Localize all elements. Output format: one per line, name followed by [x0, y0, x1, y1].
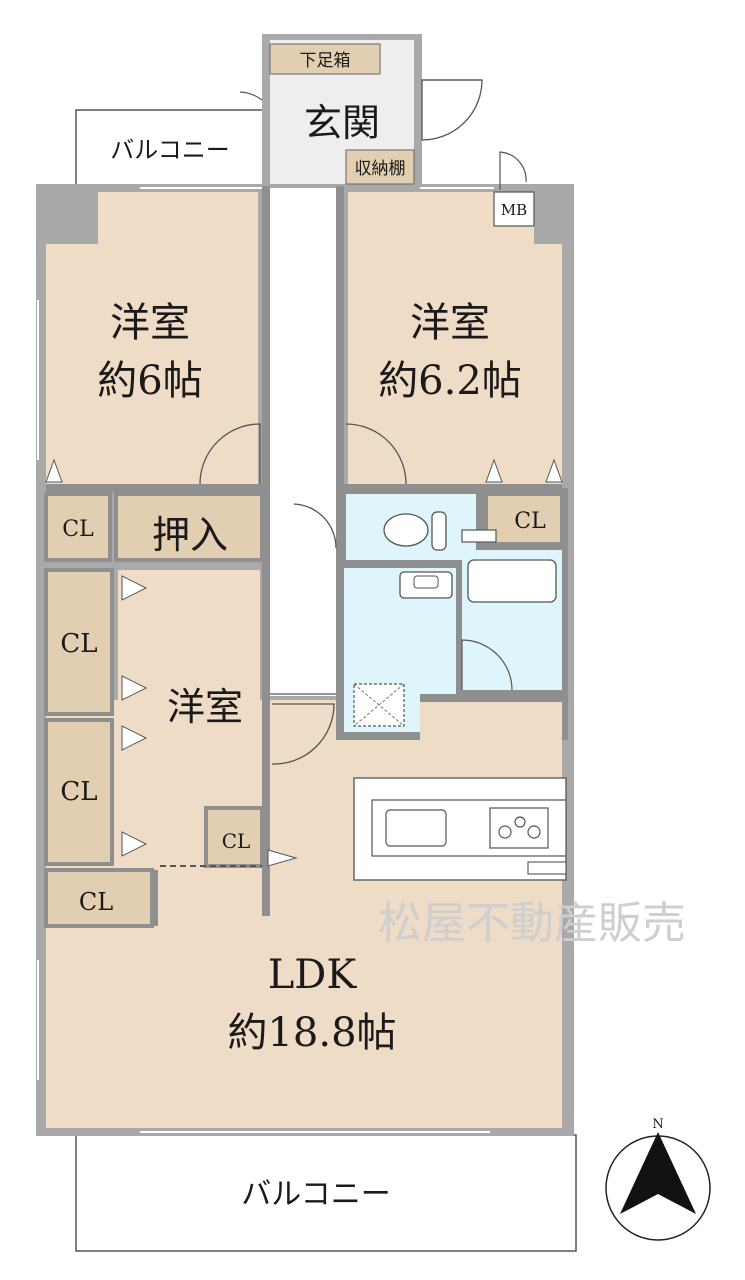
wall-nw-bottom — [46, 484, 262, 492]
tri-7 — [545, 458, 563, 483]
entrance-door-swing — [421, 79, 483, 141]
closet-ldk — [44, 868, 154, 928]
toilet-sink — [461, 529, 497, 543]
tri-8 — [267, 849, 298, 867]
compass-arrow-icon — [620, 1132, 696, 1214]
ldk-upper-left — [270, 700, 336, 870]
label-room-ne-name: 洋室 — [410, 300, 490, 346]
entrance-side-arc — [239, 91, 263, 101]
kitchen-sink — [385, 809, 447, 847]
closet-ne — [484, 492, 564, 546]
label-room-nw-name: 洋室 — [110, 300, 190, 346]
label-room-nw-size: 約6帖 — [97, 358, 202, 404]
door-ne — [345, 423, 407, 485]
closet-w4 — [204, 806, 264, 868]
balcony-bottom — [75, 1134, 577, 1252]
label-mb: MB — [501, 201, 527, 219]
closet-w1 — [44, 492, 112, 562]
bathtub — [467, 559, 557, 603]
closet-w3 — [44, 718, 114, 866]
tri-4 — [121, 831, 148, 857]
label-ldk-size: 約18.8帖 — [227, 1010, 396, 1056]
label-balcony-top: バルコニー — [110, 136, 230, 164]
label-cl-w1: CL — [62, 517, 94, 542]
closet-w2 — [44, 568, 114, 716]
door-ldk — [271, 703, 335, 765]
burner-2 — [514, 816, 526, 828]
bath-door-arc — [461, 639, 513, 691]
label-cl-w4: CL — [222, 829, 251, 853]
mb-door-arc — [499, 151, 527, 190]
shoe-box — [269, 43, 381, 75]
label-cl-w3: CL — [60, 777, 97, 807]
tri-6 — [485, 458, 503, 483]
mb-box — [493, 191, 535, 227]
wall-ldk-closet — [150, 870, 158, 926]
north-compass: N — [605, 1117, 711, 1241]
wall-corridor-right — [336, 186, 344, 494]
label-shoe-box: 下足箱 — [300, 51, 351, 71]
wet-notch-wall — [420, 694, 562, 702]
cooktop — [489, 807, 549, 849]
label-cl-ldk: CL — [79, 888, 113, 916]
label-entrance: 玄関 — [304, 101, 380, 145]
label-cl-ne: CL — [514, 509, 546, 534]
washer-x2 — [353, 683, 405, 727]
label-room-w-name: 洋室 — [167, 685, 243, 729]
compass-n-label: N — [652, 1117, 663, 1132]
label-storage-shelf: 収納棚 — [355, 159, 406, 179]
corridor-floor — [270, 188, 336, 696]
label-room-ne-size: 約6.2帖 — [378, 358, 522, 404]
label-cl-w2: CL — [60, 629, 97, 659]
balcony-top — [75, 109, 267, 189]
label-oshiire: 押入 — [152, 513, 228, 557]
washbasin-bowl — [413, 575, 439, 589]
door-toilet — [293, 503, 337, 549]
tri-3 — [121, 725, 148, 751]
wet-notch — [420, 700, 562, 740]
door-nw — [199, 423, 261, 485]
oshiire — [114, 492, 264, 562]
wall-notch-ne — [534, 192, 562, 244]
toilet-tank — [431, 511, 447, 551]
toilet-bowl — [383, 513, 429, 547]
burner-3 — [527, 825, 541, 839]
tri-5 — [45, 458, 63, 483]
wall-notch-nw — [46, 192, 98, 244]
label-balcony-bottom: バルコニー — [241, 1177, 390, 1212]
tri-2 — [121, 675, 148, 701]
watermark: 松屋不動産販売 — [378, 898, 686, 949]
kitchen-shelf — [527, 861, 567, 875]
room-ne-floor — [348, 192, 562, 484]
storage-shelf — [345, 149, 415, 185]
tri-1 — [121, 575, 148, 601]
label-ldk-name: LDK — [268, 952, 358, 998]
wall-corridor-left — [262, 186, 270, 916]
burner-1 — [498, 825, 512, 839]
